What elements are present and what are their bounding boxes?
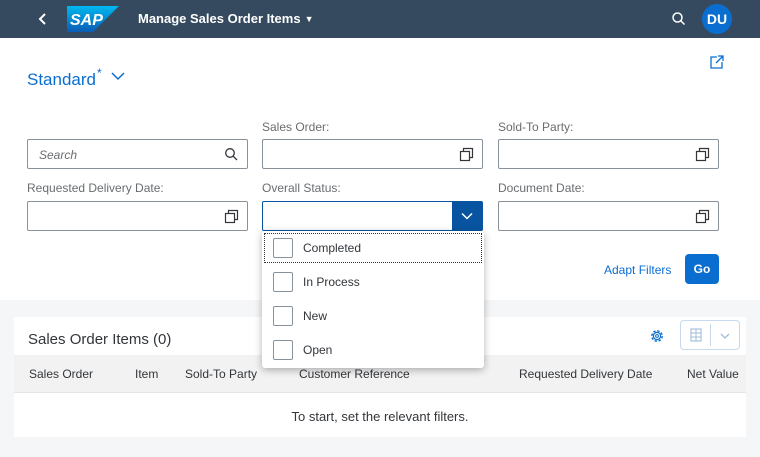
export-button[interactable] [680,320,740,350]
sold-to-party-field[interactable] [498,139,719,169]
column-header-requested-delivery-date[interactable]: Requested Delivery Date [519,367,653,381]
variant-selector[interactable]: Standard* [27,66,102,90]
column-header-sales-order[interactable]: Sales Order [29,367,94,381]
caret-down-icon: ▼ [304,14,314,24]
document-date-label: Document Date: [498,181,585,195]
column-header-net-value[interactable]: Net Value [687,367,739,381]
checkbox[interactable] [273,238,293,258]
chevron-down-icon[interactable] [110,68,126,84]
adapt-filters-link[interactable]: Adapt Filters [604,263,672,277]
table-title: Sales Order Items (0) [28,331,172,348]
overall-status-label: Overall Status: [262,181,341,195]
document-date-field[interactable] [498,201,719,231]
search-placeholder: Search [39,148,78,162]
status-option-in-process[interactable]: In Process [262,265,484,299]
button-separator [710,324,711,346]
checkbox[interactable] [273,306,293,326]
export-spreadsheet-icon [690,328,702,342]
status-option-label: Completed [303,241,362,255]
status-option-label: Open [303,343,333,357]
share-icon[interactable] [708,54,725,71]
column-header-sold-to-party[interactable]: Sold-To Party [185,367,258,381]
sales-order-items-table: Sales Order Items (0) Sales Order Item S… [14,317,746,437]
overall-status-popover: Completed In Process New Open [262,231,484,368]
sales-order-field[interactable] [262,139,483,169]
status-option-open[interactable]: Open [262,333,484,367]
variant-name: Standard [27,70,96,89]
search-input[interactable]: Search [27,139,248,169]
status-option-label: In Process [303,275,360,289]
overall-status-combobox[interactable] [262,201,483,231]
back-icon[interactable] [33,8,53,30]
empty-table-message: To start, set the relevant filters. [291,409,469,424]
value-help-icon[interactable] [695,209,710,224]
chevron-down-icon [461,212,473,220]
status-option-label: New [303,309,328,323]
search-icon[interactable] [224,147,239,162]
checkbox[interactable] [273,340,293,360]
user-avatar[interactable]: DU [702,4,732,34]
overall-status-dropdown-button[interactable] [452,202,482,230]
search-icon[interactable] [670,10,688,28]
status-option-new[interactable]: New [262,299,484,333]
requested-delivery-date-label: Requested Delivery Date: [27,181,164,195]
sales-order-label: Sales Order: [262,120,330,134]
chevron-down-icon[interactable] [718,329,732,343]
app-title: Manage Sales Order Items [138,11,301,26]
value-help-icon[interactable] [224,209,239,224]
sold-to-party-label: Sold-To Party: [498,120,574,134]
go-button[interactable]: Go [685,254,719,284]
value-help-icon[interactable] [459,147,474,162]
app-title-menu[interactable]: Manage Sales Order Items▼ [138,11,314,26]
settings-gear-icon[interactable] [648,327,666,345]
status-option-completed[interactable]: Completed [262,231,484,265]
column-header-item[interactable]: Item [135,367,159,381]
shell-bar: SAP Manage Sales Order Items▼ DU [0,0,760,38]
column-header-customer-reference[interactable]: Customer Reference [299,367,410,381]
checkbox[interactable] [273,272,293,292]
sap-logo[interactable]: SAP [67,6,119,32]
requested-delivery-date-field[interactable] [27,201,248,231]
variant-modified-mark: * [97,66,102,80]
value-help-icon[interactable] [695,147,710,162]
sap-logo-text: SAP [70,12,103,29]
